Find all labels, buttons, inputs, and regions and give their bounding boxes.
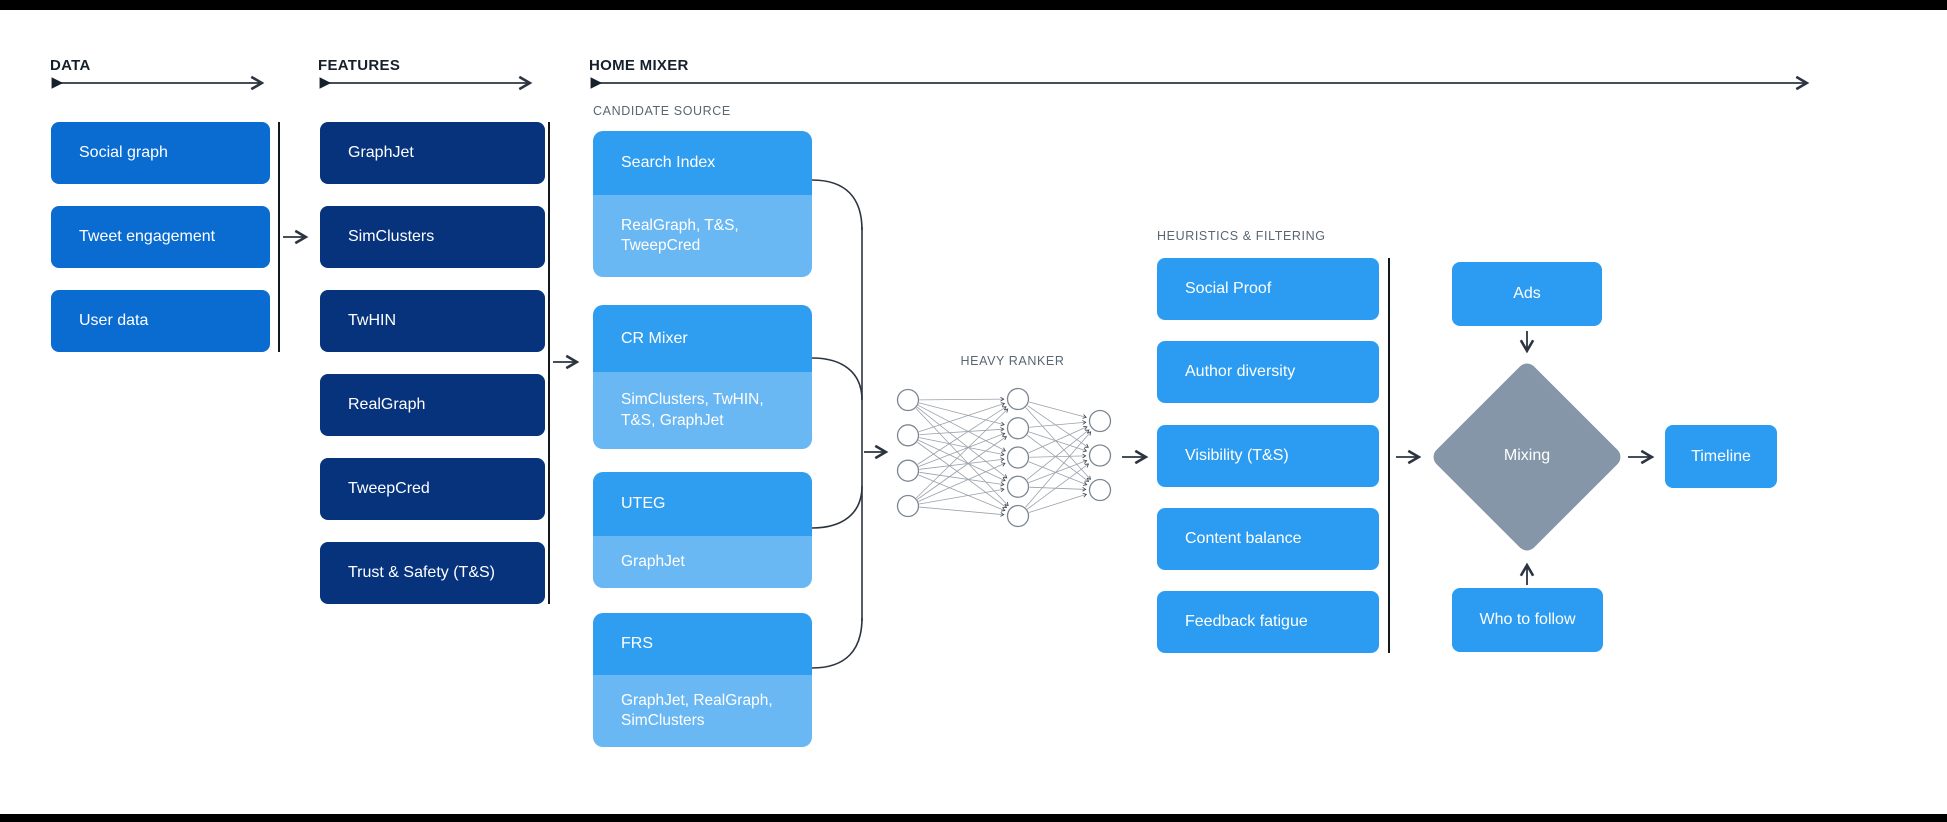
- heuristics-box: Content balance: [1157, 508, 1379, 570]
- candidate-sub-label: RealGraph, T&S, TweepCred: [621, 216, 739, 254]
- timeline-box: Timeline: [1665, 425, 1777, 488]
- heuristics-box-label: Content balance: [1185, 530, 1302, 547]
- ads-box-label: Ads: [1513, 285, 1541, 302]
- candidate-sub: SimClusters, TwHIN, T&S, GraphJet: [593, 372, 812, 449]
- candidate-sub-label: SimClusters, TwHIN, T&S, GraphJet: [621, 391, 764, 429]
- heuristics-label: HEURISTICS & FILTERING: [1157, 229, 1326, 243]
- who-to-follow-label: Who to follow: [1479, 611, 1576, 628]
- data-box: Social graph: [51, 122, 270, 184]
- timeline-box-label: Timeline: [1691, 447, 1751, 465]
- heuristics-box: Author diversity: [1157, 341, 1379, 403]
- candidate-main: UTEG: [593, 472, 812, 536]
- mixing-diamond-label: Mixing: [1503, 447, 1551, 464]
- heavy-ranker-label: HEAVY RANKER: [960, 354, 1065, 368]
- heuristics-box-label: Visibility (T&S): [1185, 447, 1289, 464]
- data-box-label: Tweet engagement: [79, 228, 216, 245]
- candidate-connectors: [811, 179, 863, 669]
- section-title-home-mixer: HOME MIXER: [589, 57, 689, 74]
- candidate-sub-label: GraphJet: [621, 552, 685, 570]
- features-box: RealGraph: [320, 374, 545, 436]
- features-box: TweepCred: [320, 458, 545, 520]
- candidate-main: CR Mixer: [593, 305, 812, 372]
- candidate-sub: GraphJet, RealGraph, SimClusters: [593, 675, 812, 747]
- heuristics-box-label: Feedback fatigue: [1185, 613, 1308, 630]
- network-nodes: [896, 387, 1112, 528]
- heuristics-box: Feedback fatigue: [1157, 591, 1379, 653]
- candidate-main: Search Index: [593, 131, 812, 195]
- candidate-main-label: FRS: [621, 635, 653, 652]
- features-box: SimClusters: [320, 206, 545, 268]
- data-box: Tweet engagement: [51, 206, 270, 268]
- candidate-main: FRS: [593, 613, 812, 675]
- heuristics-box-label: Author diversity: [1185, 363, 1296, 380]
- features-box: TwHIN: [320, 290, 545, 352]
- section-title-features: FEATURES: [318, 57, 401, 74]
- candidate-sub: RealGraph, T&S, TweepCred: [593, 195, 812, 277]
- bottom-frame-bar: [0, 814, 1947, 822]
- features-box-label: TwHIN: [348, 312, 396, 329]
- heuristics-box: Visibility (T&S): [1157, 425, 1379, 487]
- candidate-sub-label: GraphJet, RealGraph, SimClusters: [621, 691, 773, 729]
- ads-box: Ads: [1452, 262, 1602, 326]
- features-box-label: SimClusters: [348, 228, 435, 245]
- candidate-group: UTEG GraphJet: [593, 472, 812, 588]
- data-box-label: Social graph: [79, 144, 168, 161]
- candidate-sub: GraphJet: [593, 536, 812, 588]
- top-frame-bar: [0, 0, 1947, 10]
- features-box-label: GraphJet: [348, 144, 414, 161]
- features-box-label: RealGraph: [348, 396, 426, 413]
- features-box-label: Trust & Safety (T&S): [348, 564, 495, 581]
- candidate-main-label: CR Mixer: [621, 329, 688, 347]
- section-title-data: DATA: [50, 57, 91, 74]
- who-to-follow-box: Who to follow: [1452, 588, 1603, 652]
- data-box-label: User data: [79, 312, 149, 329]
- candidate-main-label: UTEG: [621, 495, 666, 512]
- network-edges: [915, 396, 1092, 517]
- features-box: Trust & Safety (T&S): [320, 542, 545, 604]
- data-box: User data: [51, 290, 270, 352]
- column-dividers: [278, 122, 1390, 653]
- candidate-main-label: Search Index: [621, 154, 716, 171]
- candidate-group: FRS GraphJet, RealGraph, SimClusters: [593, 613, 812, 747]
- features-box: GraphJet: [320, 122, 545, 184]
- candidate-source-label: CANDIDATE SOURCE: [593, 104, 731, 118]
- heuristics-box-label: Social Proof: [1185, 280, 1272, 297]
- neural-network: [896, 387, 1112, 528]
- heuristics-box: Social Proof: [1157, 258, 1379, 320]
- features-box-label: TweepCred: [348, 480, 430, 497]
